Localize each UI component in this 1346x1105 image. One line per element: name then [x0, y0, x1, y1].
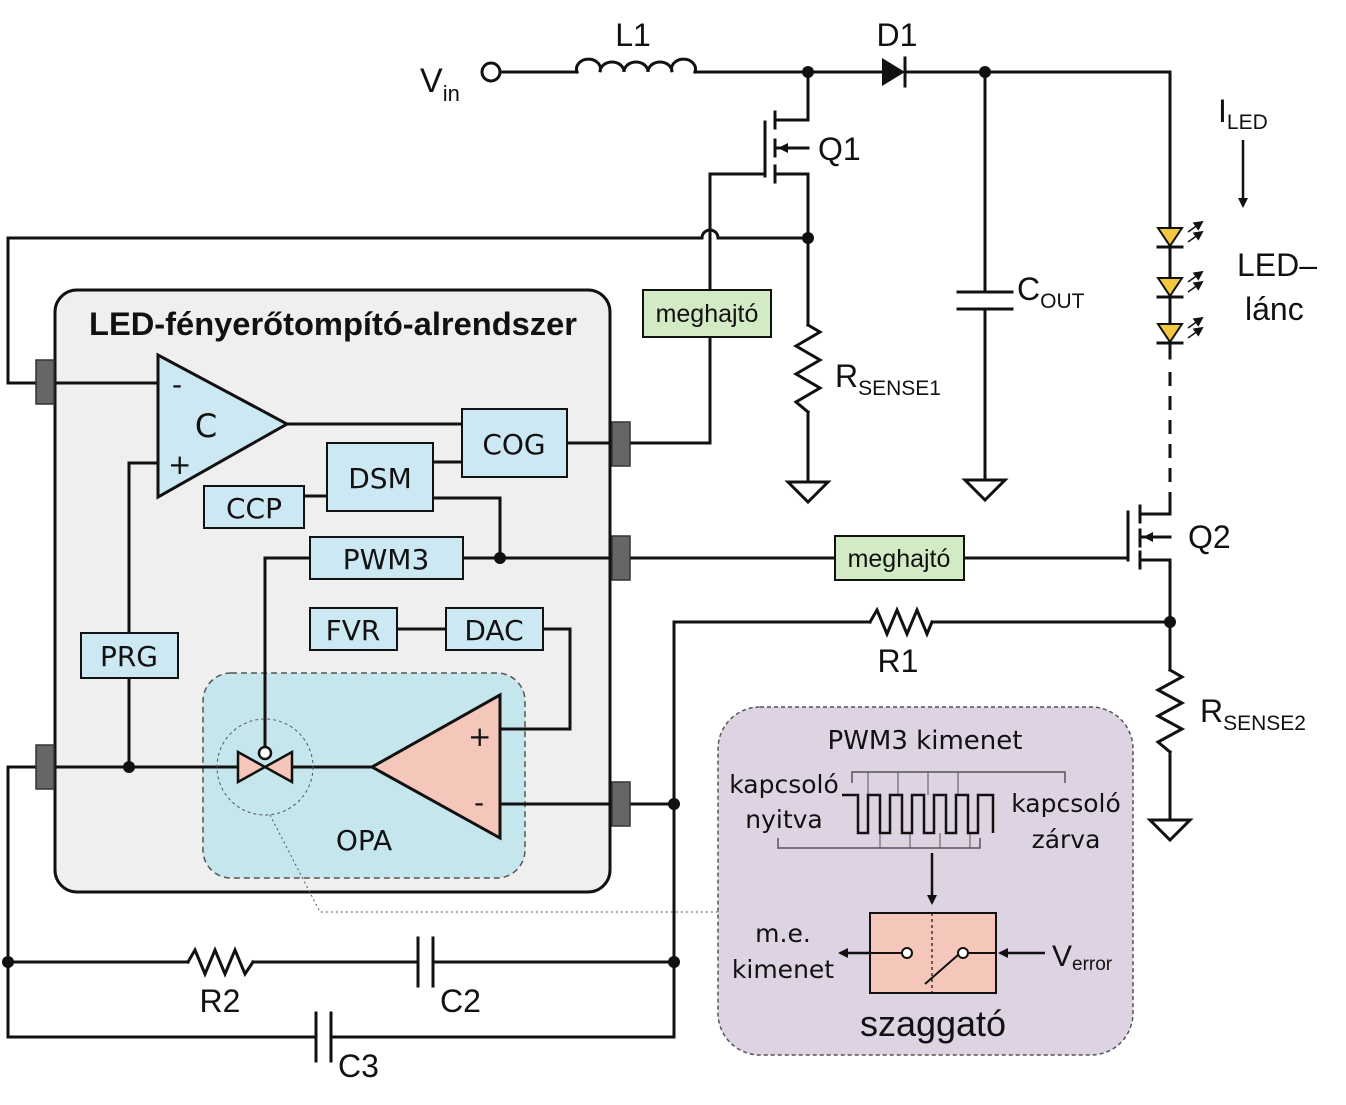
prg-block: [80, 632, 179, 679]
led-3: [1156, 316, 1204, 345]
led-1: [1156, 220, 1204, 249]
ground-rsense1: [784, 480, 832, 505]
r2-label: R2: [200, 983, 241, 1019]
verror-label: Verror: [1052, 940, 1113, 975]
l1-label: L1: [615, 17, 651, 53]
c3-label: C3: [338, 1048, 379, 1084]
cog-block: [461, 408, 568, 478]
fvr-label: FVR: [326, 614, 381, 647]
driver-label-2: meghajtó: [848, 545, 951, 573]
pwm3-block: [309, 536, 464, 580]
switch-closed-label-2: zárva: [1032, 825, 1101, 854]
output-label-1: m.e.: [755, 919, 811, 948]
ccp-block: [203, 485, 305, 529]
driver-box-2: [834, 535, 965, 581]
resistor-rsense2: [1154, 667, 1186, 755]
cout-label: COUT: [1017, 271, 1085, 313]
led-string-label-2: lánc: [1245, 291, 1304, 327]
r1-label: R1: [878, 643, 919, 679]
ground-cout: [961, 478, 1009, 503]
pin-right-opa: [611, 781, 631, 827]
dsm-block: [326, 442, 434, 512]
resistor-r1: [867, 606, 934, 638]
dac-label: DAC: [464, 614, 523, 647]
switch-open-label-1: kapcsoló: [729, 770, 839, 799]
chopper-label: szaggató: [860, 1003, 1006, 1044]
mosfet-q1: [763, 110, 810, 184]
capacitor-cout: [956, 290, 1014, 311]
c2-label: C2: [440, 983, 481, 1019]
q1-label: Q1: [818, 131, 861, 167]
mosfet-q2: [1126, 504, 1172, 570]
opa-amplifier: [368, 692, 502, 841]
comparator-plus: +: [168, 448, 191, 481]
vin-terminal: [480, 61, 502, 83]
resistor-rsense1: [793, 322, 823, 415]
opa-label: OPA: [336, 824, 392, 857]
switch-closed-label-1: kapcsoló: [1011, 789, 1121, 818]
opa-minus: -: [474, 786, 484, 819]
capacitor-c2: [416, 936, 435, 988]
cog-label: COG: [482, 428, 545, 461]
capacitor-c3: [314, 1011, 333, 1063]
led-2: [1156, 270, 1204, 299]
dac-block: [445, 607, 544, 651]
vin-label: Vin: [420, 62, 460, 106]
pwm-waveform: [777, 771, 1066, 849]
pin-right-cog: [611, 421, 631, 467]
opa-plus: +: [468, 720, 491, 753]
prg-label: PRG: [100, 640, 158, 673]
transmission-gate: [236, 745, 294, 785]
chopper-switch: [869, 912, 997, 994]
ccp-label: CCP: [226, 492, 282, 525]
rsense2-label: RSENSE2: [1200, 693, 1306, 735]
pwm3-label: PWM3: [343, 543, 430, 576]
comparator-label: C: [195, 407, 217, 445]
ground-rsense2: [1146, 818, 1194, 843]
iled-label: ILED: [1218, 93, 1268, 134]
driver-box-1: [642, 289, 772, 338]
switch-highlight-circle: [216, 718, 314, 816]
subsystem-title: LED-fényerőtompító-alrendszer: [89, 306, 577, 342]
driver-label-1: meghajtó: [656, 300, 759, 328]
led-string-label-1: LED–: [1237, 247, 1317, 283]
switch-callout-line: [269, 814, 720, 913]
inductor-l1: [575, 57, 697, 74]
inset-title: PWM3 kimenet: [828, 726, 1023, 756]
dsm-label: DSM: [348, 462, 412, 495]
opa-region: [202, 672, 526, 879]
switch-open-label-2: nyitva: [745, 805, 823, 834]
resistor-r2: [185, 946, 256, 978]
pin-left-top: [35, 359, 55, 405]
d1-label: D1: [877, 17, 918, 53]
diode-d1: [882, 56, 907, 88]
comparator-c: [156, 352, 291, 500]
comparator-minus: -: [172, 368, 182, 401]
q2-label: Q2: [1188, 519, 1231, 555]
fvr-block: [309, 607, 398, 651]
pin-left-bottom: [35, 744, 55, 790]
rsense1-label: RSENSE1: [835, 358, 941, 400]
inset-box: [717, 706, 1134, 1056]
pin-right-pwm: [611, 535, 631, 581]
output-label-2: kimenet: [732, 955, 834, 984]
